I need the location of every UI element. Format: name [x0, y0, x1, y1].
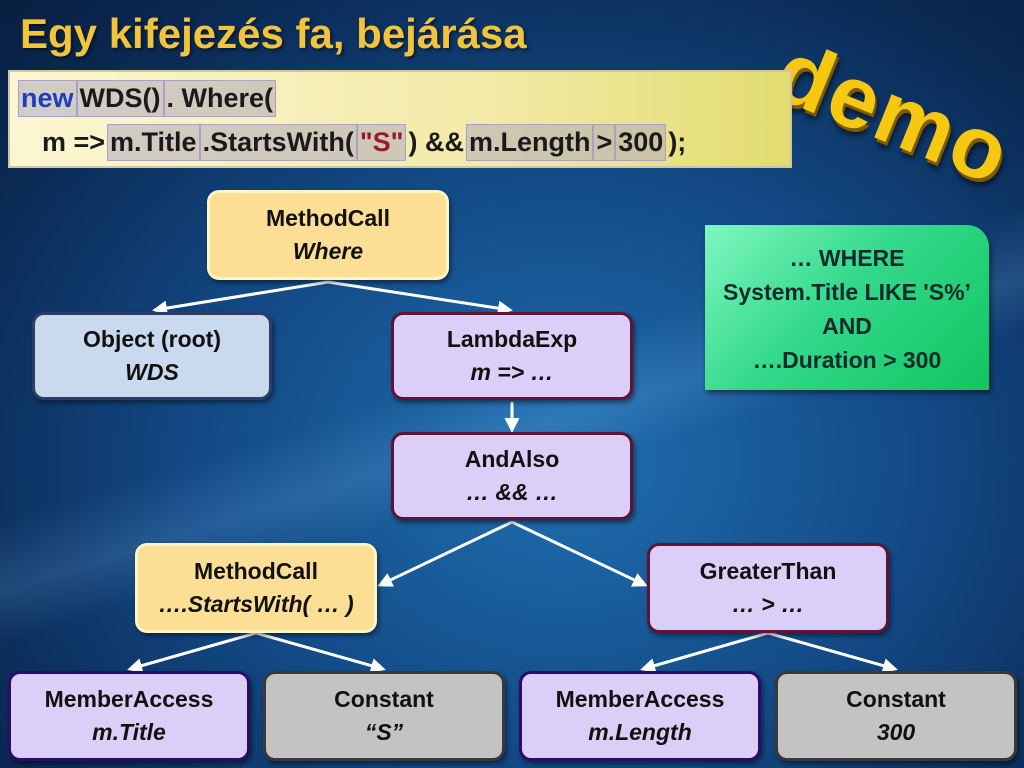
node-sub: Where — [292, 238, 364, 264]
node-sub: 300 — [876, 719, 916, 745]
code-close-and: ) && — [408, 127, 464, 157]
node-label: GreaterThan — [699, 558, 837, 584]
node-constant-s: Constant “S” — [263, 671, 505, 761]
edge-andalso-startswith — [377, 520, 513, 587]
node-methodcall-where: MethodCall Where — [207, 190, 449, 280]
node-sub: … > … — [731, 591, 805, 617]
node-sub: ….StartsWith( … ) — [158, 591, 354, 617]
edge-greater-300 — [767, 631, 898, 673]
node-label: AndAlso — [464, 446, 560, 472]
node-memberaccess-title: MemberAccess m.Title — [8, 671, 250, 761]
node-sub: … && … — [466, 479, 558, 505]
node-andalso: AndAlso … && … — [391, 432, 633, 520]
edge-where-root — [152, 280, 329, 316]
code-wds-call: WDS() — [76, 80, 164, 117]
node-label: MethodCall — [266, 205, 390, 231]
node-sub: m.Title — [92, 719, 166, 745]
edge-where-lambda — [327, 280, 513, 316]
code-line-2: m =>m.Title.StartsWith("S") &&m.Length>3… — [40, 124, 688, 161]
code-greater-than: > — [593, 124, 616, 161]
node-methodcall-startswith: MethodCall ….StartsWith( … ) — [135, 543, 377, 633]
code-end: ); — [668, 127, 687, 157]
code-starts-with: .StartsWith( — [199, 124, 357, 161]
node-label: Constant — [846, 686, 946, 712]
node-label: MethodCall — [194, 558, 318, 584]
code-lambda-param: m => — [42, 127, 106, 157]
node-object-root: Object (root) WDS — [32, 312, 272, 400]
edge-andalso-greater — [511, 520, 648, 587]
sql-translation-box: … WHERE System.Title LIKE 'S%’ AND ….Dur… — [705, 225, 989, 390]
node-label: LambdaExp — [446, 326, 578, 352]
node-sub: m.Length — [588, 719, 692, 745]
code-constant-300: 300 — [615, 124, 667, 161]
code-where-call: . Where( — [163, 80, 277, 117]
sql-line-where: … WHERE — [789, 245, 905, 271]
code-member-length: m.Length — [465, 124, 594, 161]
code-string-s: "S" — [356, 124, 407, 161]
code-new-keyword: new — [18, 80, 77, 117]
edge-greater-length — [640, 631, 769, 673]
node-lambdaexp: LambdaExp m => … — [391, 312, 633, 400]
sql-line-and: AND — [822, 313, 872, 339]
node-label: MemberAccess — [555, 686, 725, 712]
node-label: MemberAccess — [44, 686, 214, 712]
node-constant-300: Constant 300 — [775, 671, 1017, 761]
node-sub: WDS — [125, 359, 179, 385]
node-sub: m => … — [470, 359, 554, 385]
slide-title: Egy kifejezés fa, bejárása — [20, 10, 527, 57]
code-member-title: m.Title — [107, 124, 200, 161]
node-sub: “S” — [364, 719, 404, 745]
sql-line-like: System.Title LIKE 'S%’ — [723, 279, 971, 305]
sql-line-duration: ….Duration > 300 — [752, 347, 942, 373]
edge-startswith-s — [255, 631, 386, 673]
node-label: Object (root) — [83, 326, 221, 352]
node-greaterthan: GreaterThan … > … — [647, 543, 889, 633]
edge-startswith-title — [127, 631, 257, 673]
node-memberaccess-length: MemberAccess m.Length — [519, 671, 761, 761]
node-label: Constant — [334, 686, 434, 712]
